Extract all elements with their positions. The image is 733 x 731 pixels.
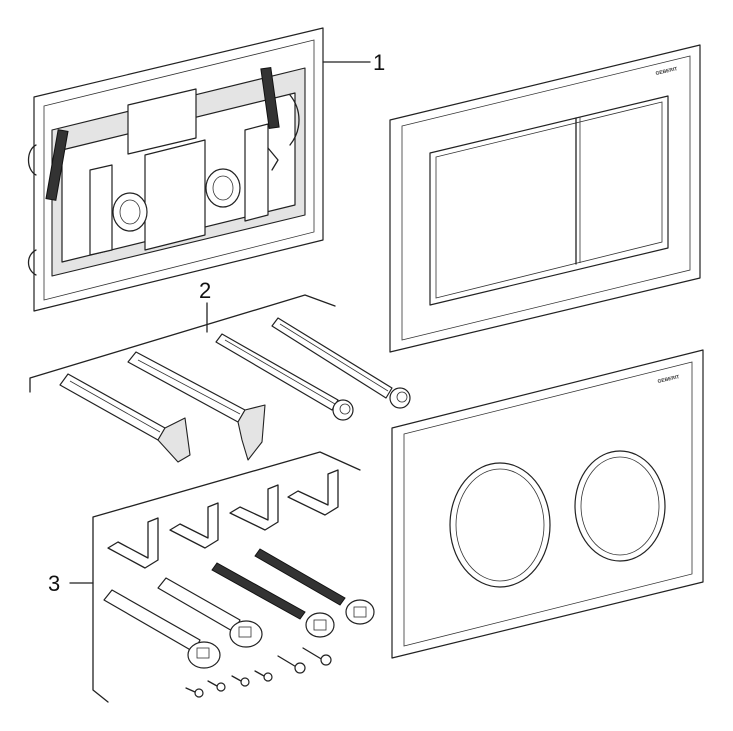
callout-label-2: 2 (199, 278, 211, 303)
brand-label-bottom: GEBERIT (657, 374, 680, 385)
callout-label-3: 3 (48, 571, 60, 596)
mounting-kit-group (69, 451, 375, 703)
angle-bracket-4 (287, 469, 339, 516)
bracket-3 (92, 451, 361, 703)
angle-bracket-1 (107, 517, 159, 569)
screw-large-2 (302, 647, 332, 666)
sleeve-2 (157, 577, 263, 648)
actuator-plate-rectangular (389, 44, 701, 353)
mounting-frame (27, 27, 324, 312)
threaded-rod-1 (211, 562, 335, 638)
screw-small-1 (185, 687, 204, 698)
angle-bracket-3 (229, 484, 279, 531)
actuator-plate-round (391, 349, 704, 659)
sleeve-1 (103, 589, 221, 669)
callout-label-1: 1 (373, 50, 385, 75)
rod-2 (127, 351, 266, 461)
screw-small-4 (254, 670, 273, 682)
screw-large-1 (277, 655, 306, 674)
screw-small-3 (231, 675, 250, 687)
rod-3 (215, 333, 354, 421)
bracket-2 (29, 294, 336, 393)
rod-1 (59, 373, 191, 463)
threaded-rod-2 (254, 548, 375, 625)
angle-bracket-2 (169, 502, 219, 549)
extension-rods-group (29, 294, 411, 463)
brand-label-top: GEBERIT (655, 66, 678, 77)
screw-small-2 (207, 680, 226, 692)
rod-4 (271, 317, 411, 409)
